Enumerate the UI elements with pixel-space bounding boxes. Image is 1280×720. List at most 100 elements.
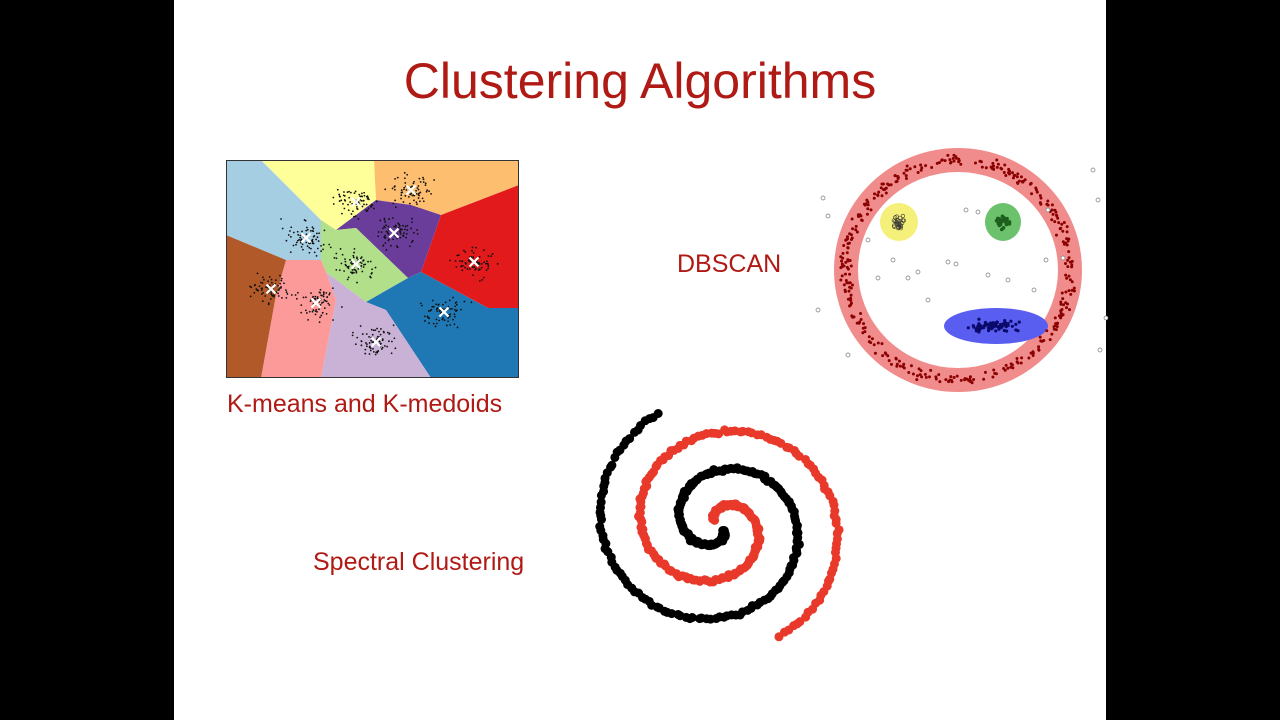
data-point xyxy=(487,267,489,270)
noise-point xyxy=(890,257,896,263)
data-point xyxy=(332,196,335,199)
ring-point xyxy=(1050,203,1054,207)
ring-point xyxy=(846,267,850,271)
data-point xyxy=(349,191,352,194)
data-point xyxy=(473,266,475,268)
data-point xyxy=(344,260,347,263)
ring-point xyxy=(883,187,887,191)
ring-point xyxy=(920,166,924,170)
data-point xyxy=(490,255,493,258)
voronoi-region xyxy=(374,160,519,215)
ring-point xyxy=(995,165,999,169)
ring-point xyxy=(904,176,908,180)
data-point xyxy=(412,182,415,185)
ring-point xyxy=(847,289,851,293)
ring-point xyxy=(1037,348,1041,352)
ring-point xyxy=(849,299,853,303)
ring-point xyxy=(860,218,864,222)
data-point xyxy=(267,280,269,283)
ring-point xyxy=(839,266,843,270)
ring-point xyxy=(1038,194,1042,198)
data-point xyxy=(289,230,291,232)
ring-point xyxy=(917,367,921,371)
data-point xyxy=(335,257,338,260)
ring-point xyxy=(848,272,852,276)
data-point xyxy=(424,182,427,185)
data-point xyxy=(289,251,292,254)
data-point xyxy=(353,247,356,250)
data-point xyxy=(297,233,300,236)
ring-point xyxy=(1065,225,1069,229)
mouth-point xyxy=(1016,329,1020,333)
data-point xyxy=(360,256,363,259)
ring-point xyxy=(990,166,994,170)
data-point xyxy=(422,178,425,181)
data-point xyxy=(434,325,437,328)
ring-point xyxy=(1053,220,1057,224)
data-point xyxy=(305,226,308,229)
data-point xyxy=(262,291,265,294)
data-point xyxy=(477,269,480,271)
ring-point xyxy=(938,380,942,384)
data-point xyxy=(380,328,382,330)
data-point xyxy=(432,322,435,325)
ring-point xyxy=(1062,242,1066,246)
ring-point xyxy=(920,375,924,379)
data-point xyxy=(325,312,328,315)
data-point xyxy=(396,176,399,179)
data-point xyxy=(483,276,485,279)
data-point xyxy=(356,207,359,210)
centroid-marker xyxy=(310,297,322,309)
data-point xyxy=(350,271,352,274)
data-point xyxy=(261,282,264,284)
data-point xyxy=(366,209,369,212)
data-point xyxy=(476,261,478,264)
ring-point xyxy=(946,153,950,157)
data-point xyxy=(352,254,355,257)
data-point xyxy=(308,246,311,249)
spiral-point xyxy=(595,522,605,532)
data-point xyxy=(351,272,354,275)
ring-point xyxy=(863,326,867,330)
ring-point xyxy=(842,264,846,268)
ring-point xyxy=(1059,316,1063,320)
noise-point xyxy=(953,261,959,267)
data-point xyxy=(304,309,307,312)
ring-point xyxy=(1068,278,1072,282)
data-point xyxy=(383,331,385,334)
data-point xyxy=(333,256,336,259)
data-point xyxy=(260,287,263,290)
ring-point xyxy=(1016,172,1020,176)
data-point xyxy=(452,296,454,299)
data-point xyxy=(386,331,389,334)
ring-point xyxy=(845,251,849,255)
data-point xyxy=(285,239,288,242)
ring-point xyxy=(1070,280,1074,284)
ring-point xyxy=(983,370,987,374)
ring-point xyxy=(902,171,906,175)
data-point xyxy=(348,190,350,193)
data-point xyxy=(295,297,298,300)
data-point xyxy=(260,289,263,291)
data-point xyxy=(415,189,418,192)
data-point xyxy=(424,184,427,186)
data-point xyxy=(401,228,403,231)
ring-point xyxy=(850,283,854,287)
ring-point xyxy=(991,164,995,168)
data-point xyxy=(486,260,488,263)
ring-point xyxy=(923,372,927,376)
noise-point xyxy=(1031,287,1037,293)
data-point xyxy=(267,303,270,306)
slide-title: Clustering Algorithms xyxy=(403,53,877,109)
ring-point xyxy=(1015,175,1019,179)
data-point xyxy=(328,292,331,295)
data-point xyxy=(329,246,332,249)
mouth-point xyxy=(1005,329,1009,333)
ring-point xyxy=(1011,176,1015,180)
slide: Clustering Algorithms K-means and K-medo… xyxy=(174,0,1109,720)
data-point xyxy=(317,240,320,242)
ring-point xyxy=(919,168,923,172)
eye-point xyxy=(1001,226,1006,230)
ring-point xyxy=(1046,203,1050,207)
data-point xyxy=(422,176,424,179)
